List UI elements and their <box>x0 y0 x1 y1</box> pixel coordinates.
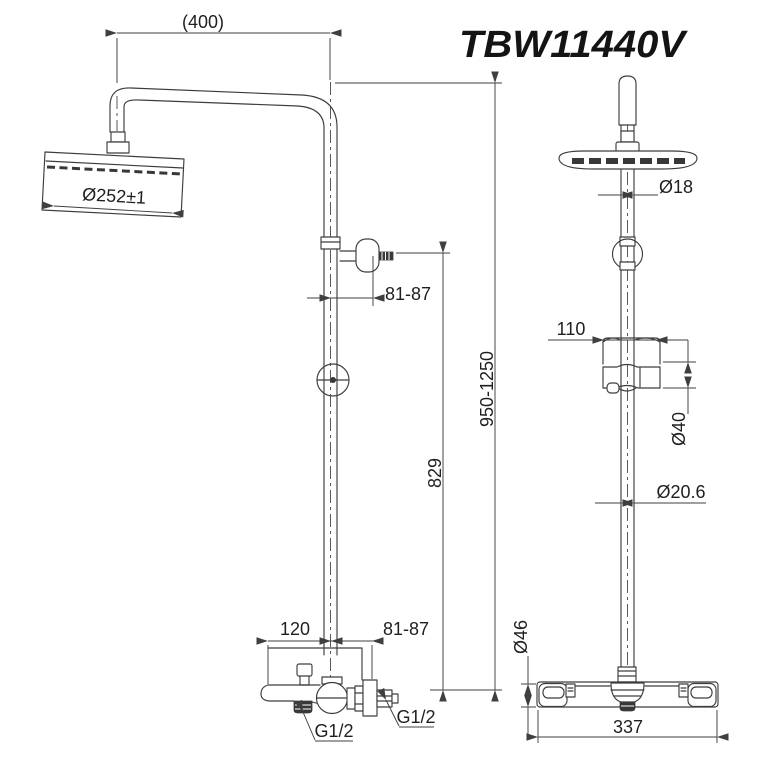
dim-spout-reach-label: 120 <box>280 619 310 639</box>
head-connector <box>106 131 130 154</box>
front-shower-head <box>558 130 698 170</box>
dim-lower-wall-clearance-label: 81-87 <box>383 619 429 639</box>
dim-holder-diameter: Ø40 <box>663 340 696 446</box>
inlet-nut <box>376 689 393 708</box>
spout-nose <box>260 684 295 702</box>
dim-bracket-width: 110 <box>548 319 688 344</box>
dim-valve-body-diameter-label: Ø46 <box>511 620 531 654</box>
dim-arm-reach: (400) <box>105 12 342 83</box>
dim-upper-wall-clearance-label: 81-87 <box>385 284 431 304</box>
mixer-valve-front <box>536 666 719 712</box>
dim-bracket-width-label: 110 <box>557 319 586 339</box>
thread-label-inlet: G1/2 <box>377 688 436 728</box>
spout-outlet <box>293 700 313 714</box>
dim-arm-reach-label: (400) <box>182 12 224 32</box>
dim-valve-width-label: 337 <box>613 717 643 737</box>
wall-union-plate <box>362 679 378 717</box>
dim-riser-height: 950-1250 <box>335 71 502 702</box>
dim-valve-body-diameter: Ø46 <box>511 620 536 734</box>
dim-bracket-to-valve: 829 <box>396 241 502 702</box>
dim-holder-diameter-label: Ø40 <box>669 412 689 446</box>
riser-base-connector <box>617 666 637 683</box>
thread-label-spout-text: G1/2 <box>314 721 353 741</box>
dim-upper-wall-clearance: 81-87 <box>307 256 431 306</box>
bracket-tab <box>606 382 620 394</box>
ball-joint <box>611 236 644 271</box>
dim-riser-pipe-diameter: Ø20.6 <box>595 482 706 507</box>
front-riser-pipe <box>618 75 637 682</box>
slide-bracket <box>602 337 661 394</box>
riser-coupling-nut <box>320 236 341 250</box>
dim-head-pipe-diameter-label: Ø18 <box>659 177 693 197</box>
front-view: Ø18 110 Ø40 <box>511 75 729 743</box>
dim-valve-width: 337 <box>526 710 729 743</box>
mixer-valve-profile <box>260 647 399 717</box>
dim-riser-pipe-diameter-label: Ø20.6 <box>656 482 705 502</box>
side-view: (400) Ø252±1 <box>41 12 502 742</box>
diverter-knob <box>296 663 313 677</box>
dim-riser-height-label: 950-1250 <box>477 351 497 427</box>
dim-spout-reach-and-lower-clearance: 120 81-87 <box>256 619 429 684</box>
drawing-title: TBW11440V <box>459 24 688 66</box>
thread-label-inlet-text: G1/2 <box>396 707 435 727</box>
thread-label-spout: G1/2 <box>294 699 354 742</box>
shower-arm-and-riser <box>109 82 338 688</box>
overhead-shower-head: Ø252±1 <box>41 151 185 218</box>
dim-head-pipe-diameter: Ø18 <box>598 177 693 199</box>
riser-slider-ring <box>316 363 350 397</box>
pipe-top-cap <box>618 75 637 126</box>
dim-bracket-to-valve-label: 829 <box>425 458 445 488</box>
dim-head-diameter-label: Ø252±1 <box>82 184 147 208</box>
center-dome <box>610 682 645 703</box>
